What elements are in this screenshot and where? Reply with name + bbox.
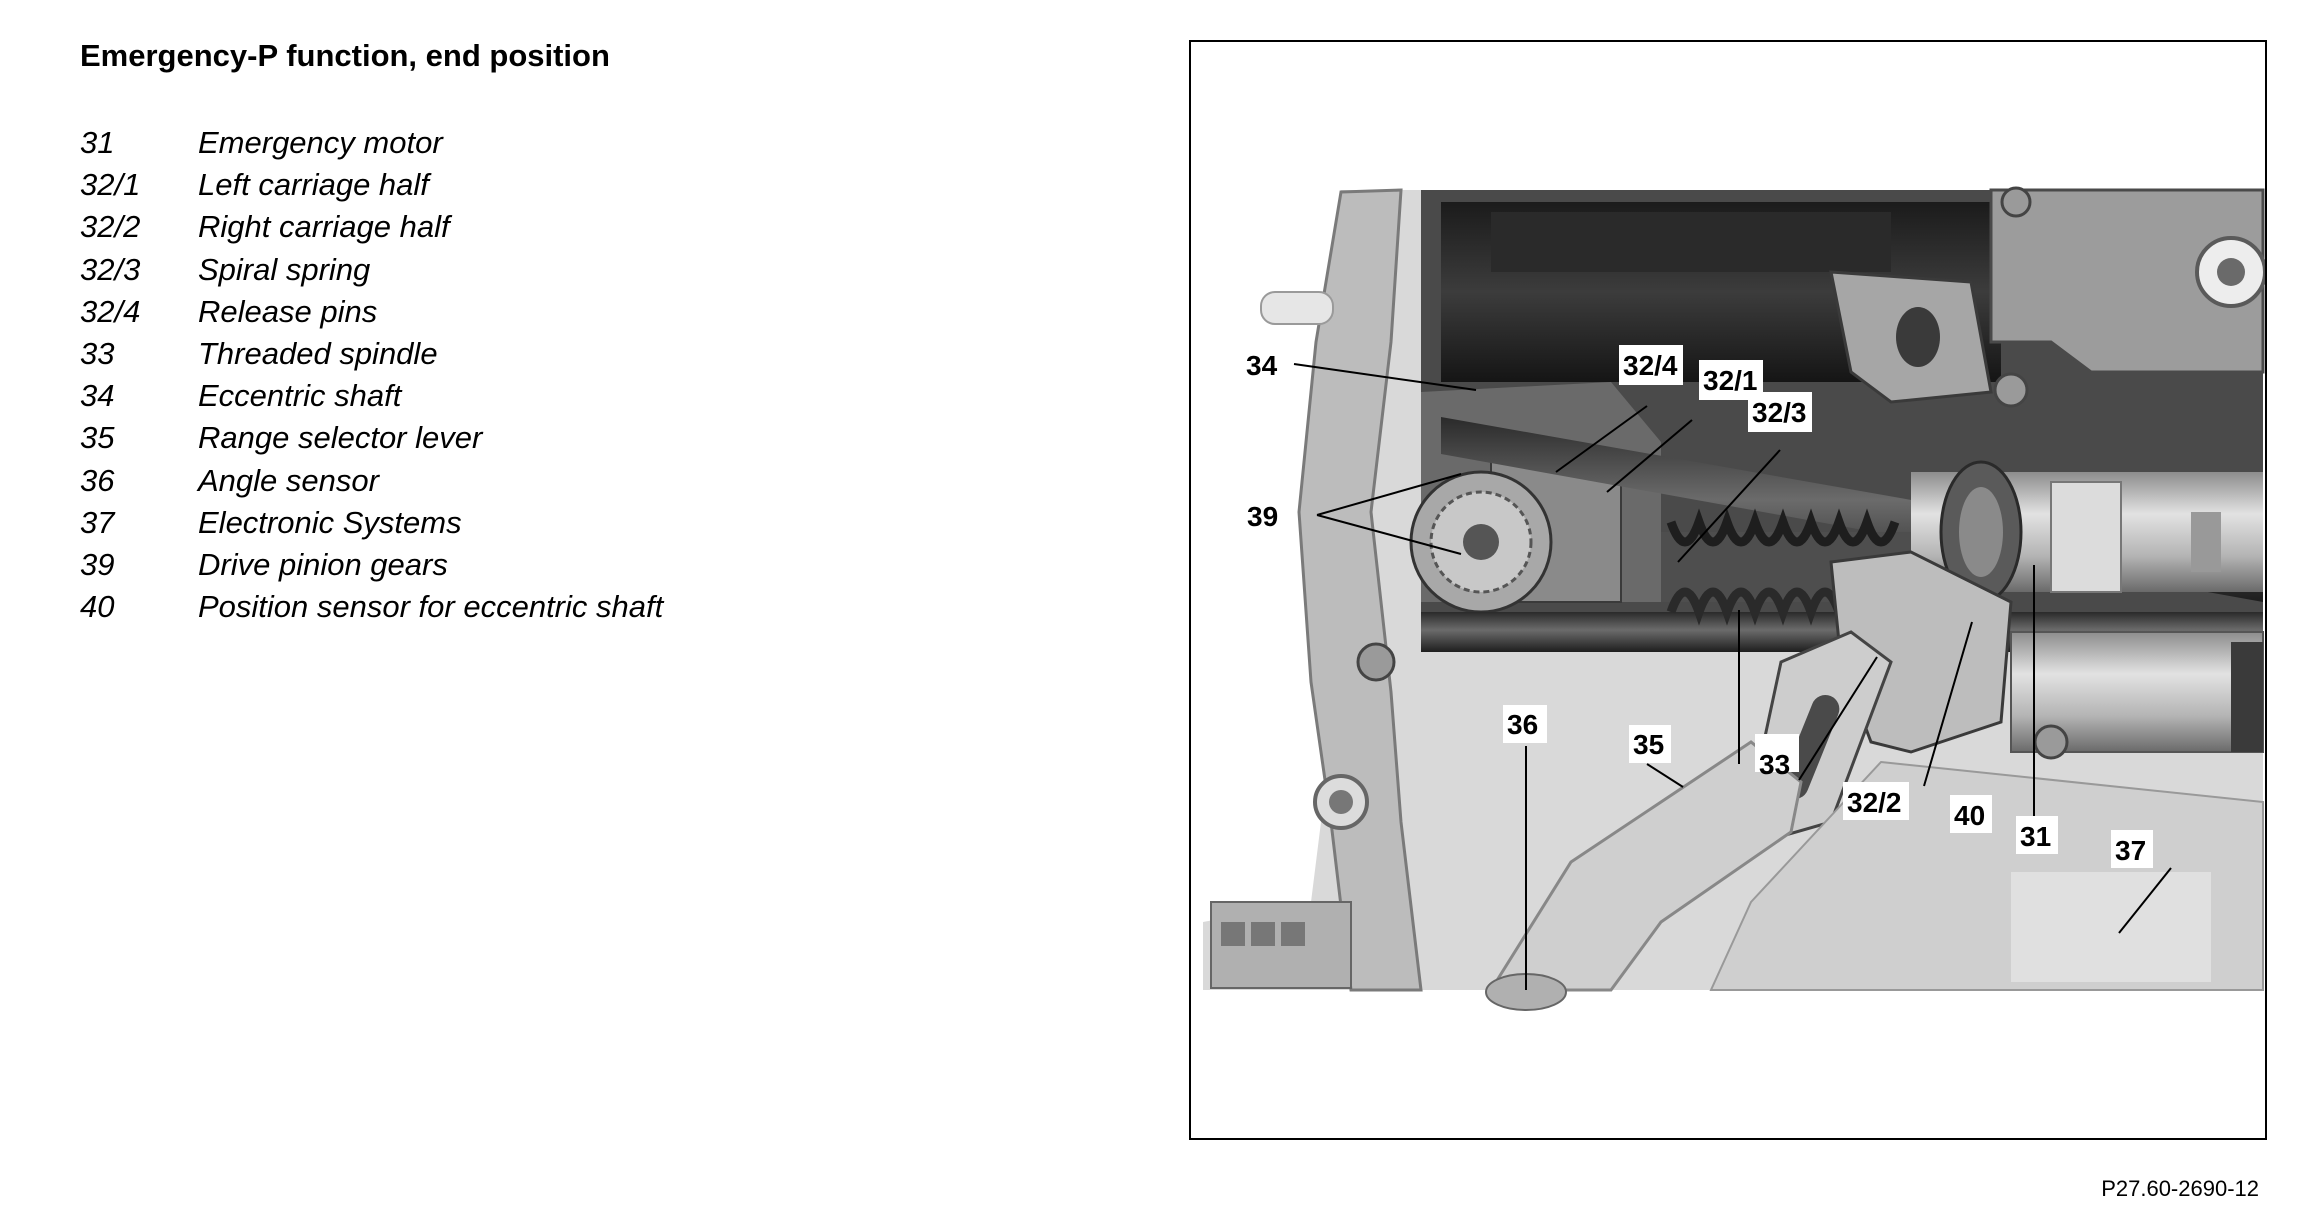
legend-number: 33 [80,336,115,372]
legend-number: 34 [80,378,115,414]
photo-area [1203,186,2265,1011]
callout-32-4: 32/4 [1623,350,1678,381]
legend-number: 32/1 [80,167,141,203]
legend-number: 36 [80,462,115,498]
legend-item: 40 Position sensor for eccentric shaft [80,586,663,628]
legend-label: Right carriage half [198,209,450,245]
legend-item: 32/1 Left carriage half [80,164,663,206]
legend-label: Emergency motor [198,125,443,161]
callout-31: 31 [2020,821,2051,852]
legend-number: 32/2 [80,209,141,245]
legend-number: 37 [80,504,115,540]
legend-label: Electronic Systems [198,504,462,540]
legend-label: Position sensor for eccentric shaft [198,589,664,625]
callout-33: 33 [1759,749,1790,780]
legend-item: 32/2 Right carriage half [80,206,663,248]
legend-label: Range selector lever [198,420,483,456]
legend-label: Angle sensor [198,462,379,498]
mechanism-photo: 34 32/4 32/1 32/3 39 36 35 33 32/2 40 31… [1203,186,2265,1011]
legend-item: 37 Electronic Systems [80,502,663,544]
callout-labels: 34 32/4 32/1 32/3 39 36 35 33 32/2 40 31… [1246,350,2146,866]
legend-number: 31 [80,125,115,161]
legend-item: 32/3 Spiral spring [80,249,663,291]
page-title: Emergency-P function, end position [80,38,610,73]
callout-35: 35 [1633,729,1664,760]
callout-32-2: 32/2 [1847,787,1902,818]
callout-boxes [1503,345,2153,868]
callout-36: 36 [1507,709,1538,740]
callout-40: 40 [1954,800,1985,831]
motor-cylinder [1911,460,2263,604]
callout-32-3: 32/3 [1752,397,1807,428]
legend-number: 35 [80,420,115,456]
legend-number: 39 [80,546,115,582]
legend-item: 33 Threaded spindle [80,333,663,375]
legend-label: Eccentric shaft [198,378,402,414]
leader-lines [1293,363,2172,990]
legend-item: 31 Emergency motor [80,122,663,164]
legend-number: 32/3 [80,251,141,287]
legend-label: Release pins [198,293,378,329]
figure-frame: 34 32/4 32/1 32/3 39 36 35 33 32/2 40 31… [1189,40,2267,1140]
callout-34: 34 [1246,350,1278,381]
legend-number: 32/4 [80,293,141,329]
legend-item: 35 Range selector lever [80,417,663,459]
legend-label: Left carriage half [198,167,429,203]
legend-item: 32/4 Release pins [80,291,663,333]
legend-item: 36 Angle sensor [80,460,663,502]
legend-number: 40 [80,589,115,625]
legend-item: 39 Drive pinion gears [80,544,663,586]
figure-reference: P27.60-2690-12 [2101,1176,2259,1201]
gear-icon [1409,470,1553,614]
legend-item: 34 Eccentric shaft [80,375,663,417]
callout-32-1: 32/1 [1703,365,1758,396]
callout-39: 39 [1247,501,1278,532]
legend-label: Spiral spring [198,251,371,287]
callout-37: 37 [2115,835,2146,866]
legend-label: Threaded spindle [198,336,438,372]
legend-list: 31 Emergency motor 32/1 Left carriage half… [80,122,663,628]
legend-label: Drive pinion gears [198,546,448,582]
